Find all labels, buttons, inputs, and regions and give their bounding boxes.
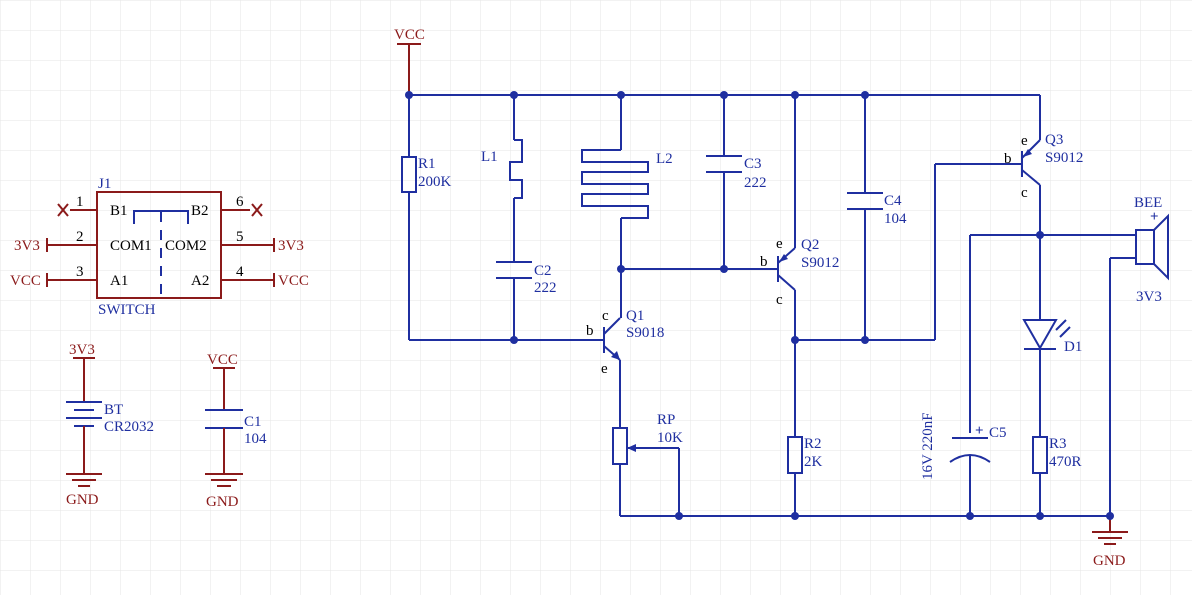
capacitor-c5[interactable]: + C5 16V 220nF	[920, 412, 1007, 516]
bt-value: CR2032	[104, 419, 154, 435]
j1-pin-1: 1	[76, 194, 84, 210]
q3-b: b	[1004, 151, 1012, 167]
power-vcc-main: VCC	[394, 27, 425, 95]
q3-c: c	[1021, 185, 1028, 201]
j1-name-a1: A1	[110, 273, 128, 289]
q2-e: e	[776, 236, 783, 252]
svg-text:GND: GND	[1093, 553, 1126, 569]
led-d1[interactable]: D1	[1022, 319, 1082, 437]
q1-b: b	[586, 323, 594, 339]
potentiometer-rp[interactable]: RP 10K	[612, 412, 683, 516]
buzzer-bee[interactable]: BEE + 3V3	[1109, 195, 1169, 516]
svg-text:VCC: VCC	[394, 27, 425, 43]
q2-ref: Q2	[801, 237, 819, 253]
q3-ref: Q3	[1045, 132, 1063, 148]
no-connect-x-right	[251, 203, 263, 217]
svg-text:VCC: VCC	[278, 273, 309, 289]
inductor-l1[interactable]: L1	[481, 95, 523, 258]
resistor-r3[interactable]: R3 470R	[1032, 436, 1082, 516]
power-vcc-right: VCC	[273, 273, 309, 289]
bee-ref: BEE	[1134, 195, 1162, 211]
q2-value: S9012	[801, 255, 839, 271]
rp-ref: RP	[657, 412, 675, 428]
j1-pin-3: 3	[76, 264, 84, 280]
c4-ref: C4	[884, 193, 902, 209]
q3-value: S9012	[1045, 150, 1083, 166]
power-3v3-right: 3V3	[273, 238, 304, 254]
capacitor-c2[interactable]: C2 222	[496, 258, 557, 340]
no-connect-x-left	[57, 203, 69, 217]
q3-e: e	[1021, 133, 1028, 149]
r1-value: 200K	[418, 174, 452, 190]
capacitor-c3[interactable]: C3 222	[706, 95, 767, 269]
battery-bt[interactable]: 3V3 BT CR2032	[66, 342, 154, 474]
r3-ref: R3	[1049, 436, 1067, 452]
q1-value: S9018	[626, 325, 664, 341]
l2-ref: L2	[656, 151, 673, 167]
j1-name-b1: B1	[110, 203, 128, 219]
j1-value: SWITCH	[98, 302, 156, 318]
q1-ref: Q1	[626, 308, 644, 324]
c2-value: 222	[534, 280, 557, 296]
svg-text:3V3: 3V3	[14, 238, 40, 254]
c1-value: 104	[244, 431, 267, 447]
r1-ref: R1	[418, 156, 436, 172]
bt-ref: BT	[104, 402, 123, 418]
bee-plus: +	[1150, 209, 1159, 225]
c2-ref: C2	[534, 263, 552, 279]
r2-ref: R2	[804, 436, 822, 452]
svg-text:3V3: 3V3	[69, 342, 95, 358]
transistor-q2[interactable]: b e c Q2 S9012	[760, 95, 839, 437]
q1-c: c	[602, 308, 609, 324]
capacitor-c4[interactable]: C4 104	[847, 95, 907, 340]
svg-text:GND: GND	[66, 492, 99, 508]
svg-text:VCC: VCC	[207, 352, 238, 368]
svg-text:GND: GND	[206, 494, 239, 510]
junction-dots	[405, 91, 1114, 520]
j1-name-a2: A2	[191, 273, 209, 289]
c5-value: 16V 220nF	[920, 412, 936, 480]
q2-c: c	[776, 292, 783, 308]
transistor-q3[interactable]: e b c Q3 S9012	[1004, 132, 1083, 320]
switch-j1[interactable]: J1 SWITCH 1 2 3 6 5 4 B1 B2 COM1 COM2 A1…	[57, 176, 263, 318]
j1-pin-2: 2	[76, 229, 84, 245]
j1-pin-5: 5	[236, 229, 244, 245]
q1-e: e	[601, 361, 608, 377]
bee-value: 3V3	[1136, 289, 1162, 305]
r2-value: 2K	[804, 454, 823, 470]
resistor-r1[interactable]: R1 200K	[401, 95, 452, 340]
d1-ref: D1	[1064, 339, 1082, 355]
capacitor-c1[interactable]: VCC C1 104	[205, 352, 267, 474]
ground-bt: GND	[66, 473, 102, 508]
rp-value: 10K	[657, 430, 683, 446]
j1-name-b2: B2	[191, 203, 209, 219]
resistor-r2[interactable]: R2 2K	[787, 436, 823, 516]
c5-ref: C5	[989, 425, 1007, 441]
svg-text:3V3: 3V3	[278, 238, 304, 254]
c1-ref: C1	[244, 414, 262, 430]
j1-name-com2: COM2	[165, 238, 207, 254]
c3-value: 222	[744, 175, 767, 191]
c3-ref: C3	[744, 156, 762, 172]
j1-pin-4: 4	[236, 264, 244, 280]
q2-b: b	[760, 254, 768, 270]
j1-ref: J1	[98, 176, 111, 192]
r3-value: 470R	[1049, 454, 1082, 470]
svg-text:VCC: VCC	[10, 273, 41, 289]
j1-name-com1: COM1	[110, 238, 152, 254]
l1-ref: L1	[481, 149, 498, 165]
c4-value: 104	[884, 211, 907, 227]
transistor-q1[interactable]: b c e Q1 S9018	[586, 308, 664, 428]
j1-pin-6: 6	[236, 194, 244, 210]
ground-c1: GND	[205, 473, 243, 510]
c5-plus: +	[975, 423, 984, 439]
